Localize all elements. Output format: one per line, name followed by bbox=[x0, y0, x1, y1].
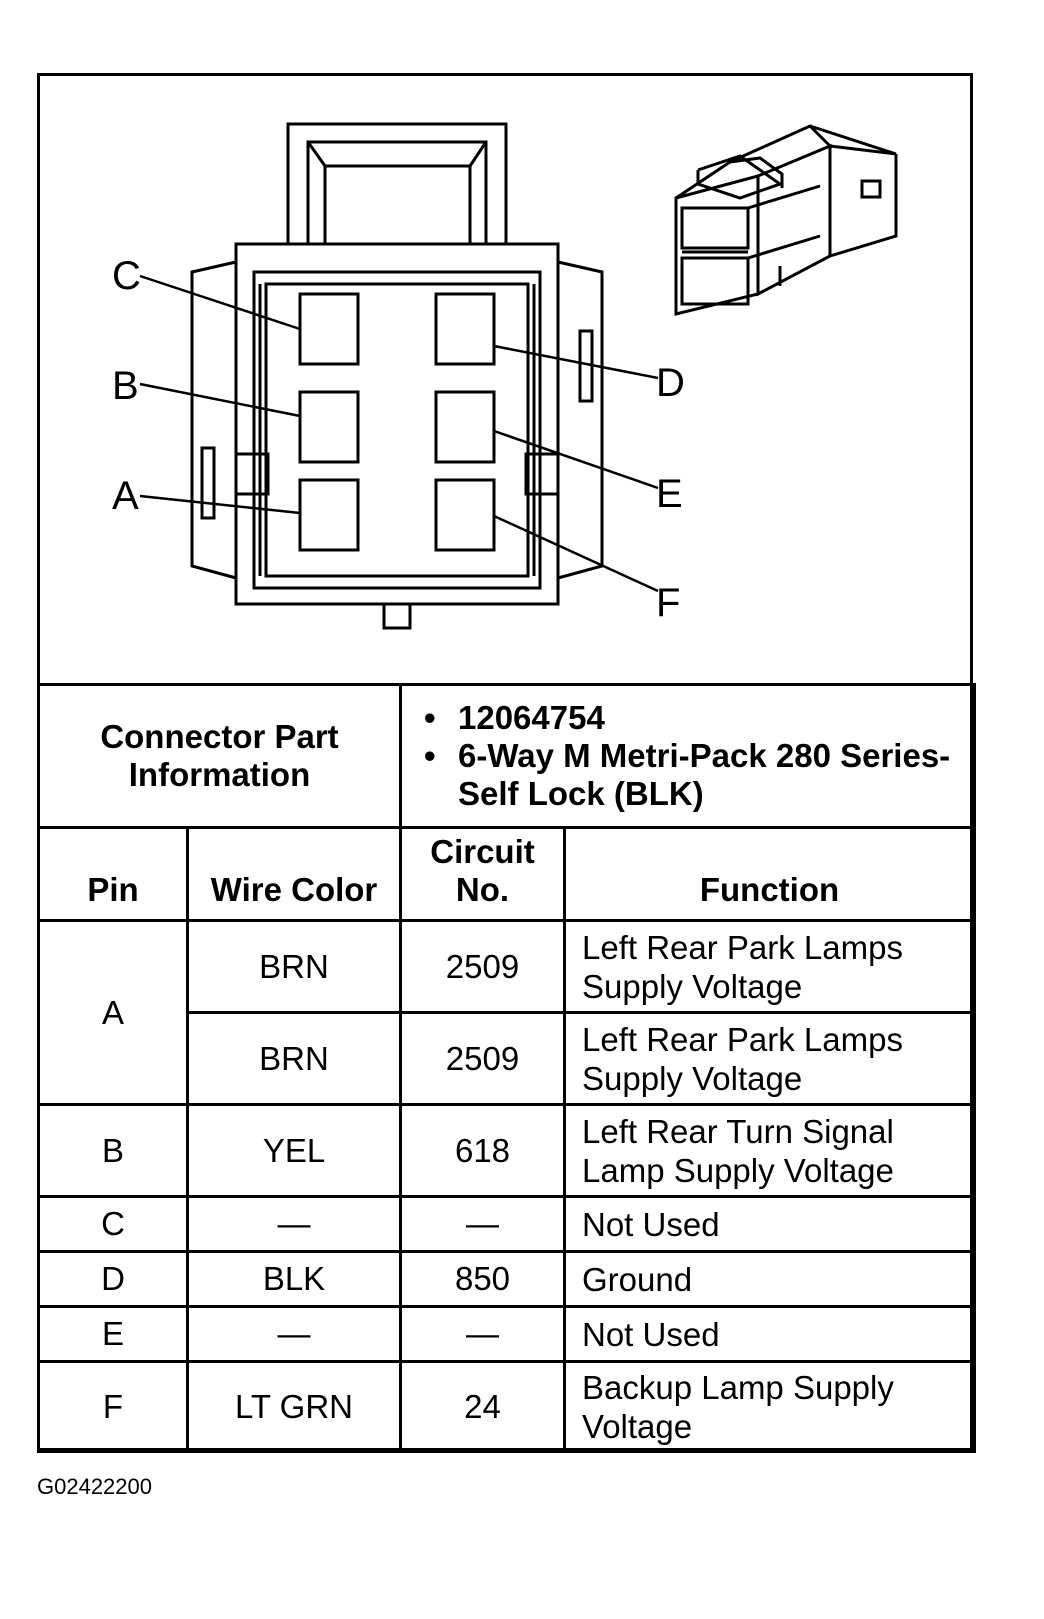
pin-label-d: D bbox=[656, 361, 685, 405]
wire-color-cell: BRN bbox=[186, 919, 402, 1014]
table-row: D BLK 850 Ground bbox=[37, 1250, 977, 1308]
pin-label-f: F bbox=[656, 581, 681, 625]
table-row: C — — Not Used bbox=[37, 1195, 977, 1253]
table-row: E — — Not Used bbox=[37, 1305, 977, 1363]
pin-label-b: B bbox=[112, 364, 139, 408]
wire-color-cell: LT GRN bbox=[186, 1360, 402, 1453]
header-row: Pin Wire Color Circuit No. Function bbox=[37, 826, 977, 922]
part-number: 12064754 bbox=[424, 699, 973, 737]
pin-label-e: E bbox=[656, 472, 683, 516]
table-row: B YEL 618 Left Rear Turn Signal Lamp Sup… bbox=[37, 1103, 977, 1198]
pin-cell: E bbox=[37, 1305, 189, 1363]
header-pin: Pin bbox=[37, 826, 189, 922]
connector-pinout-table: Connector Part Information 12064754 6-Wa… bbox=[37, 683, 977, 1453]
wire-color-cell: — bbox=[186, 1305, 402, 1363]
function-cell: Not Used bbox=[562, 1305, 977, 1363]
pin-cell: F bbox=[37, 1360, 189, 1453]
function-cell: Left Rear Park Lamps Supply Voltage bbox=[562, 919, 977, 1014]
table-row: A BRN 2509 Left Rear Park Lamps Supply V… bbox=[37, 919, 977, 1106]
pin-label-c: C bbox=[112, 254, 141, 298]
wire-color-cell: YEL bbox=[186, 1103, 402, 1198]
circuit-cell: — bbox=[399, 1195, 566, 1253]
connector-description: 6-Way M Metri-Pack 280 Series- Self Lock… bbox=[424, 737, 973, 813]
part-info-list: 12064754 6-Way M Metri-Pack 280 Series- … bbox=[402, 699, 973, 813]
circuit-cell: — bbox=[399, 1305, 566, 1363]
function-cell: Left Rear Park Lamps Supply Voltage bbox=[562, 1011, 977, 1106]
circuit-cell: 850 bbox=[399, 1250, 566, 1308]
function-cell: Backup Lamp Supply Voltage bbox=[562, 1360, 977, 1453]
function-cell: Not Used bbox=[562, 1195, 977, 1253]
circuit-cell: 24 bbox=[399, 1360, 566, 1453]
pin-cell: D bbox=[37, 1250, 189, 1308]
pin-cell: B bbox=[37, 1103, 189, 1198]
header-function: Function bbox=[562, 826, 977, 922]
table-row: BRN 2509 Left Rear Park Lamps Supply Vol… bbox=[39, 1011, 977, 1106]
pin-cell: A bbox=[37, 919, 189, 1106]
connector-face-drawing bbox=[139, 122, 898, 630]
header-wire-color: Wire Color bbox=[186, 826, 402, 922]
figure-code: G02422200 bbox=[37, 1474, 152, 1499]
header-circuit-no: Circuit No. bbox=[399, 826, 566, 922]
part-info-row: Connector Part Information 12064754 6-Wa… bbox=[37, 683, 977, 829]
circuit-cell: 2509 bbox=[399, 919, 566, 1014]
circuit-cell: 2509 bbox=[399, 1011, 566, 1106]
function-cell: Ground bbox=[562, 1250, 977, 1308]
function-cell: Left Rear Turn Signal Lamp Supply Voltag… bbox=[562, 1103, 977, 1198]
table-row: F LT GRN 24 Backup Lamp Supply Voltage bbox=[37, 1360, 977, 1453]
wire-color-cell: BRN bbox=[186, 1011, 402, 1106]
pin-label-a: A bbox=[112, 474, 139, 518]
part-info-label: Connector Part Information bbox=[37, 683, 402, 829]
part-info-values: 12064754 6-Way M Metri-Pack 280 Series- … bbox=[398, 683, 977, 829]
connector-figure-frame: C B A D E F Connector Part Information 1… bbox=[37, 73, 977, 1453]
circuit-cell: 618 bbox=[399, 1103, 566, 1198]
wire-color-cell: BLK bbox=[186, 1250, 402, 1308]
wire-color-cell: — bbox=[186, 1195, 402, 1253]
pin-cell: C bbox=[37, 1195, 189, 1253]
connector-diagram: C B A D E F bbox=[40, 76, 970, 684]
